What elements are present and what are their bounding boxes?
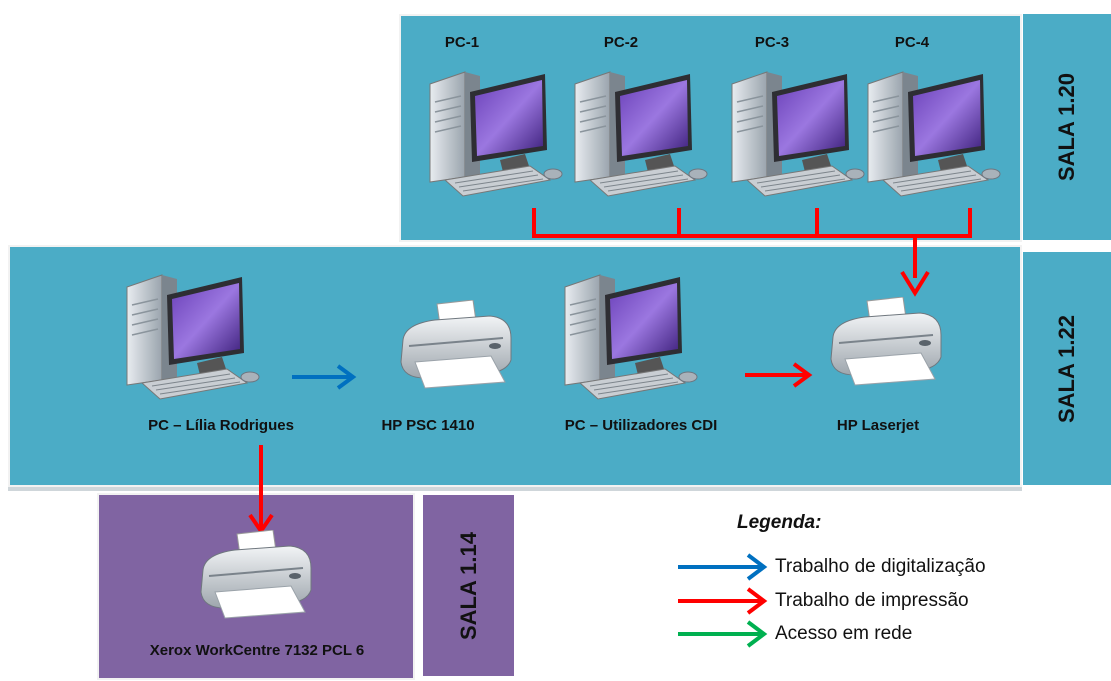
- legend-item-scan: Trabalho de digitalização: [775, 556, 986, 577]
- legend-arrow-print: [678, 587, 768, 615]
- printer-icon: [200, 529, 312, 619]
- printer-hp-psc-1410[interactable]: [395, 299, 515, 390]
- room-label-sala-1-22: SALA 1.22: [1023, 252, 1111, 485]
- legend-arrow-scan: [678, 553, 768, 581]
- print-arrowhead-laserjet: [900, 270, 930, 297]
- label-hp-laserjet: HP Laserjet: [836, 417, 920, 434]
- legend-item-print: Trabalho de impressão: [775, 590, 969, 611]
- label-pc-4: PC-4: [894, 34, 930, 51]
- label-pc-1: PC-1: [444, 34, 480, 51]
- printer-icon: [830, 296, 942, 386]
- print-bus-sala-1-20: [532, 208, 972, 278]
- pc-3[interactable]: [727, 62, 877, 202]
- pc-4[interactable]: [863, 62, 1013, 202]
- printer-hp-laserjet[interactable]: [825, 296, 945, 387]
- printer-xerox-workcentre[interactable]: [195, 529, 315, 620]
- pc-2[interactable]: [570, 62, 720, 202]
- desktop-computer-icon: [574, 71, 708, 197]
- pc-lilia-rodrigues[interactable]: [122, 265, 272, 405]
- print-arrow-cdi-to-laserjet: [745, 362, 813, 388]
- label-pc-utilizadores-cdi: PC – Utilizadores CDI: [564, 417, 718, 434]
- printer-icon: [400, 299, 512, 389]
- desktop-computer-icon: [731, 71, 865, 197]
- label-pc-lilia-rodrigues: PC – Lília Rodrigues: [148, 417, 294, 434]
- room-label-sala-1-14: SALA 1.14: [423, 495, 514, 676]
- legend-item-network: Acesso em rede: [775, 623, 913, 644]
- legend-arrow-network: [678, 620, 768, 648]
- desktop-computer-icon: [429, 71, 563, 197]
- label-hp-psc-1410: HP PSC 1410: [381, 417, 475, 434]
- pc-utilizadores-cdi[interactable]: [560, 265, 710, 405]
- pc-1[interactable]: [425, 62, 575, 202]
- label-pc-3: PC-3: [754, 34, 790, 51]
- scan-arrow-lilia-to-psc: [292, 364, 357, 390]
- label-pc-2: PC-2: [603, 34, 639, 51]
- room-label-sala-1-20: SALA 1.20: [1023, 14, 1111, 240]
- desktop-computer-icon: [564, 274, 698, 400]
- legend-title: Legenda:: [737, 512, 822, 533]
- label-xerox-workcentre: Xerox WorkCentre 7132 PCL 6: [149, 642, 365, 659]
- print-arrow-lilia-to-xerox: [248, 445, 274, 535]
- desktop-computer-icon: [126, 274, 260, 400]
- desktop-computer-icon: [867, 71, 1001, 197]
